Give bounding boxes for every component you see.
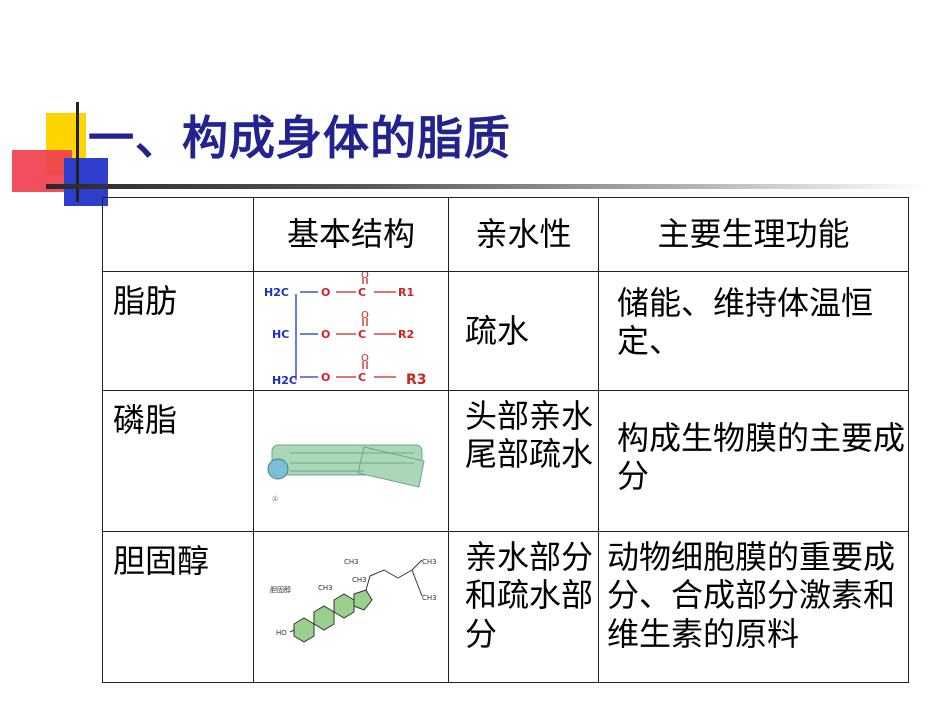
label-c2: C	[358, 328, 366, 341]
row-hydro-fat: 疏水	[448, 271, 599, 391]
table-row: 脂肪 H2C HC H2C	[102, 271, 909, 391]
label-c1: C	[358, 286, 366, 299]
label-o3: O	[321, 371, 330, 384]
title-underline	[46, 184, 926, 189]
label-ch3-b: CH3	[318, 584, 333, 592]
svg-text:O: O	[361, 310, 369, 321]
row-hydro-phospholipid: 头部亲水尾部疏水	[448, 390, 599, 532]
label-r2: R2	[398, 328, 414, 341]
row-hydro-cholesterol: 亲水部分和疏水部分	[448, 531, 599, 683]
row-name-fat: 脂肪	[102, 271, 254, 391]
header-empty	[102, 197, 254, 272]
label-h2c-top: H2C	[264, 286, 289, 299]
label-ch3-c: CH3	[352, 576, 367, 584]
label-ch3-a: CH3	[344, 558, 359, 566]
table-row: 胆固醇 胆固醇 HO CH3 CH3 CH3 CH3 CH3	[102, 531, 909, 683]
lipid-table: 基本结构 亲水性 主要生理功能 脂肪 H2C HC H2C	[102, 197, 909, 683]
triglyceride-structure-icon: H2C HC H2C	[254, 272, 448, 390]
label-o2: O	[321, 328, 330, 341]
label-o1: O	[321, 286, 330, 299]
label-hc: HC	[272, 328, 289, 341]
label-ch3-e: CH3	[422, 594, 437, 602]
cholesterol-structure-cell: 胆固醇 HO CH3 CH3 CH3 CH3 CH3	[253, 531, 449, 683]
row-function-fat: 储能、维持体温恒定、	[598, 271, 909, 391]
label-ho: HO	[276, 629, 287, 637]
row-name-cholesterol: 胆固醇	[102, 531, 254, 683]
row-function-cholesterol: 动物细胞膜的重要成分、合成部分激素和维生素的原料	[598, 531, 909, 683]
header-structure: 基本结构	[253, 197, 449, 272]
phospholipid-structure-cell: ①	[253, 390, 449, 532]
svg-text:①: ①	[272, 495, 278, 503]
title-decoration-blue	[64, 158, 108, 206]
table-row: 磷脂 ① 头部亲水尾部疏水 构成生物膜的主要成分	[102, 390, 909, 532]
label-c3: C	[358, 371, 366, 384]
table-header-row: 基本结构 亲水性 主要生理功能	[102, 197, 909, 272]
label-ch3-d: CH3	[422, 558, 437, 566]
svg-text:O: O	[361, 272, 369, 281]
header-hydrophilicity: 亲水性	[448, 197, 599, 272]
header-function: 主要生理功能	[598, 197, 909, 272]
row-name-phospholipid: 磷脂	[102, 390, 254, 532]
cholesterol-caption: 胆固醇	[270, 585, 291, 594]
title-decoration-vertical-line	[76, 102, 79, 202]
label-r3: R3	[406, 372, 427, 388]
fat-structure-cell: H2C HC H2C	[253, 271, 449, 391]
label-h2c-bottom: H2C	[272, 374, 297, 387]
page-title: 一、构成身体的脂质	[88, 111, 511, 165]
label-r1: R1	[398, 286, 414, 299]
row-function-phospholipid: 构成生物膜的主要成分	[598, 390, 909, 532]
cholesterol-structure-icon: 胆固醇 HO CH3 CH3 CH3 CH3 CH3	[270, 558, 437, 643]
svg-text:O: O	[361, 353, 369, 364]
phospholipid-structure-icon: ①	[267, 444, 425, 503]
